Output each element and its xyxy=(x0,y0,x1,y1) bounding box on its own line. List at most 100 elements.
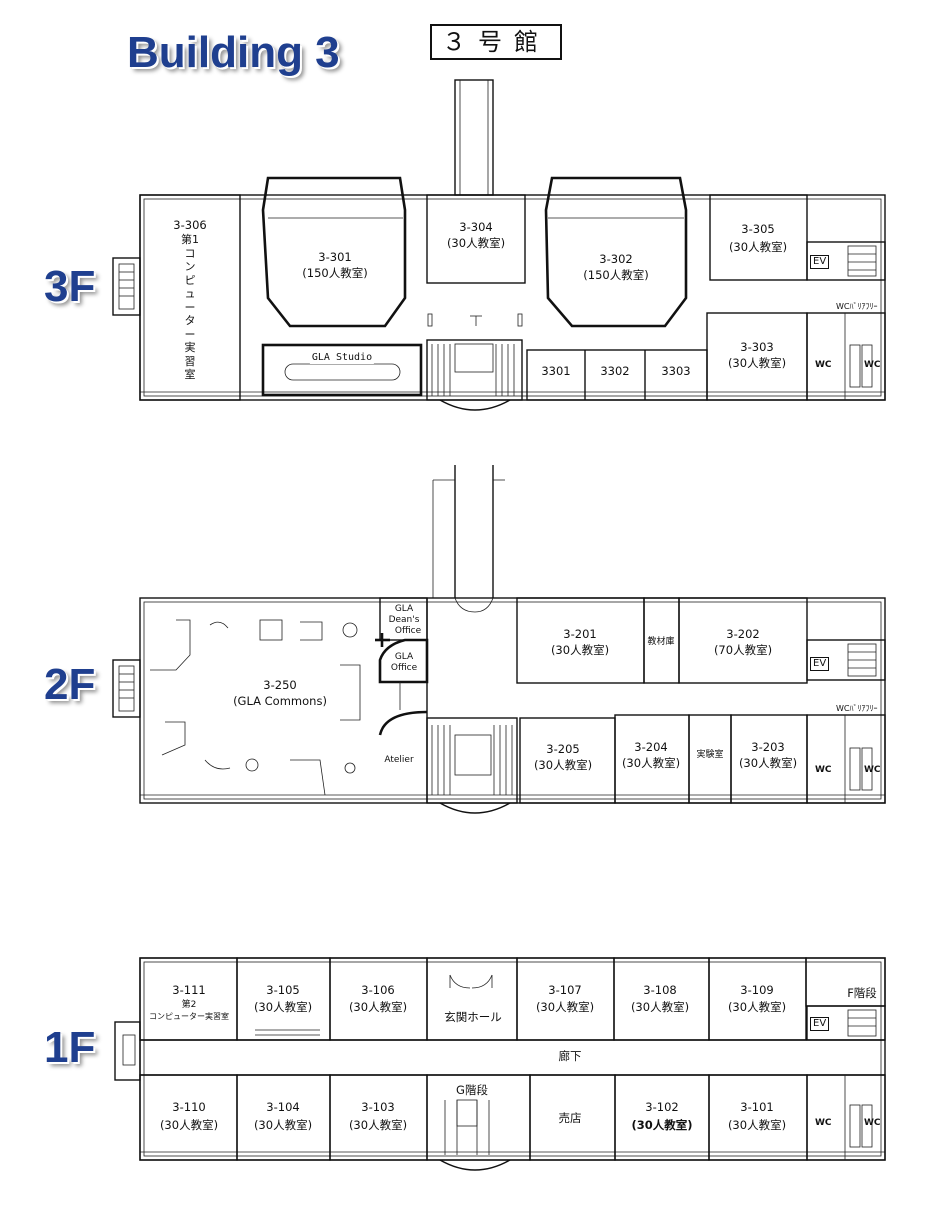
room-3-302 xyxy=(544,176,688,328)
room-3-301-capacity: (150人教室) xyxy=(302,266,368,280)
room-3-305 xyxy=(709,194,808,281)
room-3-105-number: 3-105 xyxy=(266,983,300,997)
room-3-303-number: 3-303 xyxy=(740,340,774,354)
room-3-304 xyxy=(426,194,526,284)
room-3-305-number: 3-305 xyxy=(741,222,775,236)
building-title-jp: ３号館 xyxy=(430,24,562,60)
room-3-204-capacity: (30人教室) xyxy=(621,756,681,770)
stairs-g-label: G階段 xyxy=(456,1083,488,1097)
wc-barrier-free-2f: WCﾊﾞﾘｱﾌﾘｰ xyxy=(836,704,878,713)
wc-2f-right: WC xyxy=(864,765,881,775)
gla-office-line2: Office xyxy=(390,663,418,673)
floor-2f-plan xyxy=(112,465,886,814)
room-3-102-number: 3-102 xyxy=(645,1100,679,1114)
room-3-103-capacity: (30人教室) xyxy=(348,1118,408,1132)
room-3-205-capacity: (30人教室) xyxy=(533,758,593,772)
room-3-306 xyxy=(139,194,241,401)
room-3-304-capacity: (30人教室) xyxy=(446,236,506,250)
wc-1f-right: WC xyxy=(864,1118,881,1128)
floor-3f-plan xyxy=(112,79,886,411)
room-3-102-capacity: (30人教室) xyxy=(631,1118,693,1132)
elevator-3f: EV xyxy=(810,255,830,269)
seminar-3301-label: 3301 xyxy=(541,364,571,378)
seminar-3303-label: 3303 xyxy=(661,364,691,378)
room-3-105 xyxy=(236,957,331,1041)
floor-1f-plan xyxy=(114,957,886,1171)
room-3-111-number: 3-111 xyxy=(172,983,206,997)
room-3-305-capacity: (30人教室) xyxy=(728,240,788,254)
room-3-104-capacity: (30人教室) xyxy=(253,1118,313,1132)
room-3-303-capacity: (30人教室) xyxy=(727,356,787,370)
wc-1f-left: WC xyxy=(815,1118,832,1128)
wc-2f-left: WC xyxy=(815,765,832,775)
room-3-111-line3: コンピューター実習室 xyxy=(149,1012,229,1021)
room-3-304-number: 3-304 xyxy=(459,220,493,234)
stairs-f-label: F階段 xyxy=(847,986,877,1000)
room-3-302-number: 3-302 xyxy=(599,252,633,266)
room-3-205-number: 3-205 xyxy=(546,742,580,756)
building-title-en: Building 3 xyxy=(127,28,340,77)
room-3-203-number: 3-203 xyxy=(751,740,785,754)
room-3-201-number: 3-201 xyxy=(563,627,597,641)
room-3-306-name: 第1コンピューター実習室 xyxy=(181,233,199,381)
atelier-label: Atelier xyxy=(384,755,414,765)
room-3-104-number: 3-104 xyxy=(266,1100,300,1114)
room-3-202-number: 3-202 xyxy=(726,627,760,641)
floor-label-1f: 1F xyxy=(44,1023,96,1072)
room-3-301 xyxy=(261,176,407,328)
room-3-250-number: 3-250 xyxy=(263,678,297,692)
tower-outline xyxy=(454,79,494,196)
elevator-2f: EV xyxy=(810,657,830,671)
deans-office-line2: Dean's xyxy=(388,615,420,625)
floor-label-3f: 3F xyxy=(44,262,96,311)
room-3-202-capacity: (70人教室) xyxy=(713,643,773,657)
wc-3f-right: WC xyxy=(864,360,881,370)
elevator-1f: EV xyxy=(810,1017,830,1031)
room-3-108-number: 3-108 xyxy=(643,983,677,997)
room-3-109-capacity: (30人教室) xyxy=(727,1000,787,1014)
room-3-106-capacity: (30人教室) xyxy=(348,1000,408,1014)
room-3-204-number: 3-204 xyxy=(634,740,668,754)
room-3-110-capacity: (30人教室) xyxy=(159,1118,219,1132)
stair-2f xyxy=(426,717,518,804)
room-3-111 xyxy=(139,957,238,1041)
room-3-250-name: (GLA Commons) xyxy=(233,694,327,708)
room-3-103-number: 3-103 xyxy=(361,1100,395,1114)
floor-label-2f: 2F xyxy=(44,660,96,709)
room-3-107 xyxy=(516,957,615,1041)
seminar-3302-label: 3302 xyxy=(600,364,630,378)
room-3-109-number: 3-109 xyxy=(740,983,774,997)
room-3-201-capacity: (30人教室) xyxy=(550,643,610,657)
room-3-108-capacity: (30人教室) xyxy=(630,1000,690,1014)
room-3-306-number: 3-306 xyxy=(173,218,207,232)
shop-label: 売店 xyxy=(558,1111,582,1125)
gla-office xyxy=(378,638,429,684)
room-3-106 xyxy=(329,957,428,1041)
deans-office-line3: Office xyxy=(394,626,422,636)
storage-label: 教材庫 xyxy=(647,637,675,647)
room-3-108 xyxy=(613,957,710,1041)
room-3-107-capacity: (30人教室) xyxy=(535,1000,595,1014)
room-3-109 xyxy=(708,957,807,1041)
room-3-106-number: 3-106 xyxy=(361,983,395,997)
gla-studio-label: GLA Studio xyxy=(309,352,375,364)
entrance-hall-label: 玄関ホール xyxy=(444,1010,502,1024)
room-3-111-line2: 第2 xyxy=(181,1000,197,1010)
room-3-101-number: 3-101 xyxy=(740,1100,774,1114)
room-3-107-number: 3-107 xyxy=(548,983,582,997)
entrance-hall xyxy=(426,957,518,1041)
deans-office-line1: GLA xyxy=(394,604,414,614)
room-3-301-number: 3-301 xyxy=(318,250,352,264)
room-3-105-capacity: (30人教室) xyxy=(253,1000,313,1014)
gla-studio xyxy=(261,343,423,397)
stair-3f xyxy=(426,339,523,401)
wc-3f-left: WC xyxy=(815,360,832,370)
corridor-label: 廊下 xyxy=(558,1049,582,1063)
wc-barrier-free-3f: WCﾊﾞﾘｱﾌﾘｰ xyxy=(836,302,878,311)
room-3-101-capacity: (30人教室) xyxy=(727,1118,787,1132)
room-3-302-capacity: (150人教室) xyxy=(583,268,649,282)
room-3-110-number: 3-110 xyxy=(172,1100,206,1114)
gla-office-line1: GLA xyxy=(394,652,414,662)
room-3-203-capacity: (30人教室) xyxy=(738,756,798,770)
